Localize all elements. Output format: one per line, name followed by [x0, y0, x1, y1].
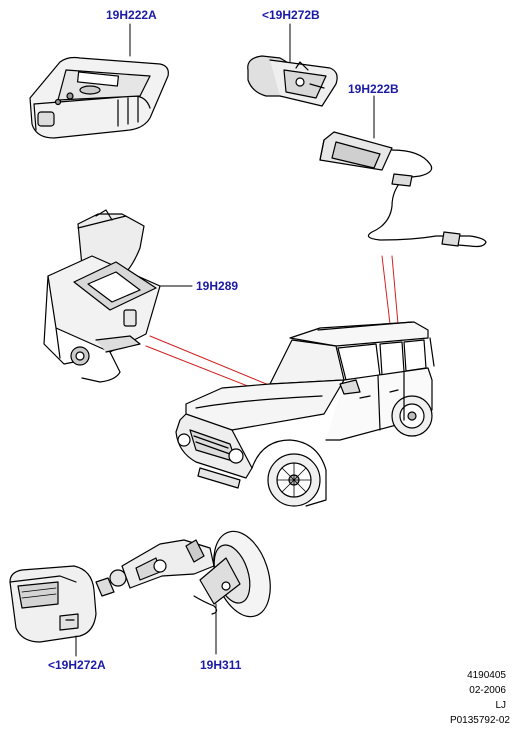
callout-19h272b: <19H272B — [262, 8, 320, 22]
dock-assembly — [43, 209, 161, 383]
part-reference: P0135792-02 — [449, 715, 510, 726]
issue-date: 02-2006 — [469, 685, 506, 696]
vehicle-illustration — [175, 321, 435, 507]
callout-19h222a: 19H222A — [106, 8, 157, 22]
reference-number: 4190405 — [467, 670, 506, 681]
suction-mount — [95, 530, 271, 618]
cradle-holder-top — [247, 55, 338, 107]
callout-19h311: 19H311 — [200, 658, 242, 672]
callout-19h289: 19H289 — [196, 279, 239, 293]
callout-19h222b: 19H222B — [348, 82, 399, 96]
location-line-antenna-a — [381, 255, 391, 325]
gps-handheld-unit — [29, 56, 169, 139]
callout-19h272a: <19H272A — [48, 658, 106, 672]
gps-antenna — [319, 131, 487, 248]
cradle-holder-bottom — [9, 565, 97, 643]
location-line-dock-a — [149, 335, 277, 389]
model-code: LJ — [495, 700, 506, 711]
location-line-antenna-b — [391, 255, 399, 325]
